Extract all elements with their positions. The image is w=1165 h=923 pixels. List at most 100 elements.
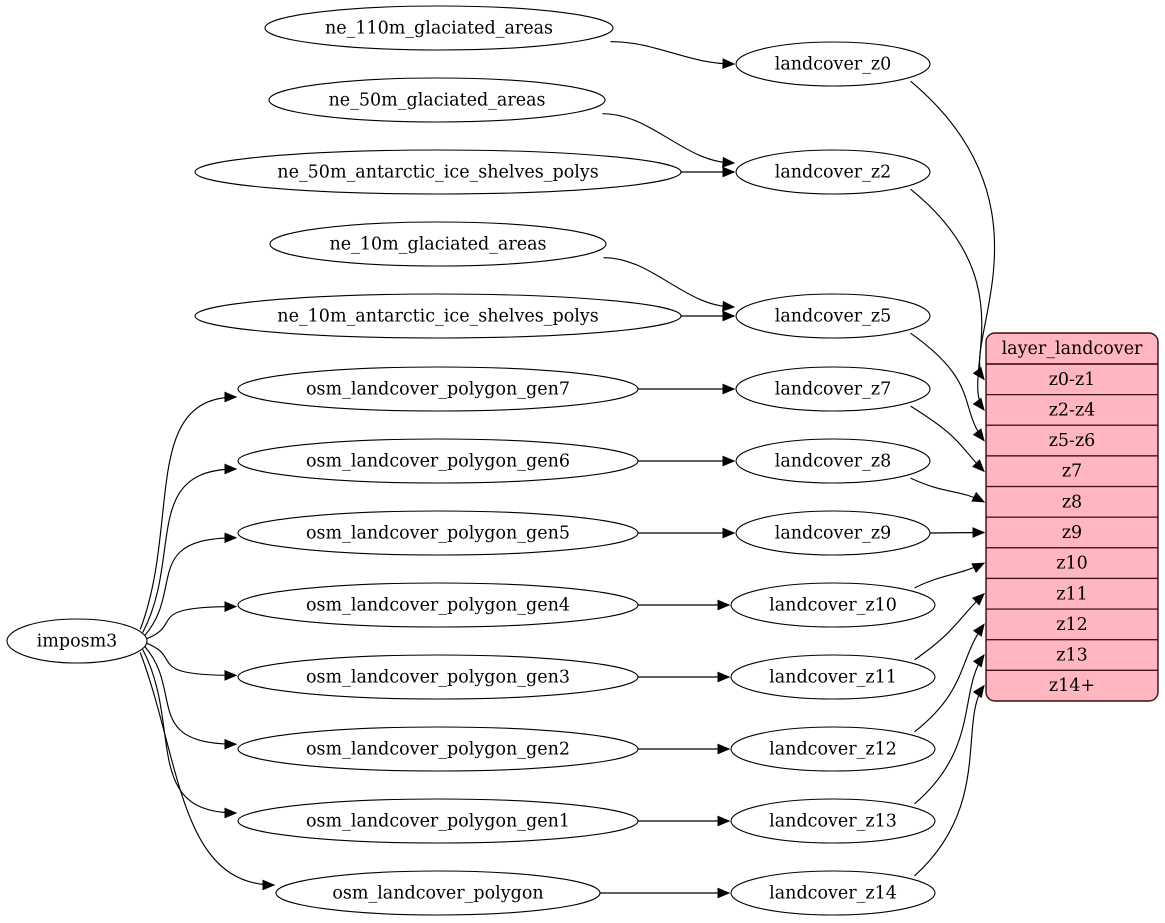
node-landcover_z14[interactable]: landcover_z14 [730, 870, 936, 916]
node-label: osm_landcover_polygon_gen3 [306, 668, 570, 688]
node-osm_landcover_polygon_gen1[interactable]: osm_landcover_polygon_gen1 [237, 798, 639, 844]
table-row[interactable] [986, 608, 1158, 641]
table-row[interactable] [986, 424, 1158, 457]
node-ellipse [735, 293, 931, 339]
node-ellipse [735, 438, 931, 484]
node-landcover_z12[interactable]: landcover_z12 [730, 726, 936, 772]
node-landcover_z5[interactable]: landcover_z5 [735, 293, 931, 339]
node-ne_110m_glaciated_areas[interactable]: ne_110m_glaciated_areas [264, 5, 614, 51]
node-landcover_z9[interactable]: landcover_z9 [735, 510, 931, 556]
node-osm_landcover_polygon_gen7[interactable]: osm_landcover_polygon_gen7 [237, 366, 639, 412]
node-landcover_z10[interactable]: landcover_z10 [730, 582, 936, 628]
node-label: osm_landcover_polygon_gen6 [306, 452, 570, 472]
table-header-label: layer_landcover [1002, 339, 1143, 359]
edge-arrowhead [224, 738, 238, 750]
table-row-label: z2-z4 [1049, 400, 1096, 420]
node-label: osm_landcover_polygon_gen1 [306, 812, 570, 832]
edge-arrowhead [262, 879, 276, 891]
node-ellipse [730, 870, 936, 916]
edge-arrowhead [972, 623, 985, 637]
table-row[interactable] [986, 639, 1158, 671]
edge-landcover_z14-to-table-z14+ [914, 685, 985, 877]
edge-arrowhead [224, 463, 238, 475]
edge-arrowhead [722, 310, 736, 322]
node-label: landcover_z12 [769, 740, 897, 760]
node-ne_10m_antarctic_ice_shelves_polys[interactable]: ne_10m_antarctic_ice_shelves_polys [194, 293, 682, 339]
node-landcover_z2[interactable]: landcover_z2 [735, 149, 931, 195]
node-landcover_z8[interactable]: landcover_z8 [735, 438, 931, 484]
node-ellipse [237, 510, 639, 556]
edge-imposm3-to-osm_landcover_polygon_gen6 [142, 468, 237, 633]
table-row-label: z10 [1056, 554, 1088, 574]
node-osm_landcover_polygon_gen5[interactable]: osm_landcover_polygon_gen5 [237, 510, 639, 556]
node-imposm3[interactable]: imposm3 [6, 618, 148, 664]
table-row[interactable] [986, 455, 1158, 488]
edge-arrowhead [717, 671, 731, 683]
node-ellipse [194, 293, 682, 339]
node-label: landcover_z5 [775, 307, 892, 327]
edge-arrowhead [722, 58, 736, 69]
node-label: imposm3 [37, 632, 118, 652]
edge-arrowhead [971, 491, 986, 503]
table-row-label: z12 [1056, 615, 1088, 635]
edge-landcover_z2-to-table-z2-z4 [910, 188, 985, 411]
node-ellipse [237, 582, 639, 628]
edge-imposm3-to-osm_landcover_polygon_gen1 [142, 649, 237, 814]
table-row-label: z7 [1062, 462, 1082, 482]
edge-arrowhead [972, 527, 986, 538]
node-ellipse [269, 221, 607, 267]
node-ellipse [730, 582, 936, 628]
table-row-label: z13 [1056, 646, 1088, 666]
node-osm_landcover_polygon_gen3[interactable]: osm_landcover_polygon_gen3 [237, 654, 639, 700]
node-ellipse [237, 654, 639, 700]
node-ellipse [6, 618, 148, 664]
node-landcover_z0[interactable]: landcover_z0 [735, 41, 931, 87]
node-landcover_z13[interactable]: landcover_z13 [730, 798, 936, 844]
node-osm_landcover_polygon_gen2[interactable]: osm_landcover_polygon_gen2 [237, 726, 639, 772]
node-landcover_z7[interactable]: landcover_z7 [735, 366, 931, 412]
edge-arrowhead [224, 532, 238, 544]
node-label: ne_50m_glaciated_areas [329, 91, 546, 111]
edge-arrowhead [722, 383, 736, 395]
node-label: osm_landcover_polygon_gen7 [306, 380, 570, 400]
node-label: landcover_z9 [775, 524, 892, 544]
edge-landcover_z13-to-table-z13 [914, 654, 985, 805]
table-row[interactable] [986, 394, 1158, 426]
edge-arrowhead [717, 743, 731, 755]
node-ne_50m_antarctic_ice_shelves_polys[interactable]: ne_50m_antarctic_ice_shelves_polys [194, 149, 682, 195]
table-row-label: z9 [1062, 523, 1082, 543]
table-row-label: z0-z1 [1049, 370, 1096, 390]
node-label: ne_10m_antarctic_ice_shelves_polys [277, 307, 598, 327]
node-label: osm_landcover_polygon_gen2 [306, 740, 570, 760]
edge-arrowhead [972, 684, 985, 699]
node-label: landcover_z2 [775, 163, 892, 183]
edge-landcover_z12-to-table-z12 [914, 624, 985, 733]
edge-imposm3-to-osm_landcover_polygon_gen3 [145, 642, 237, 676]
edge-arrowhead [722, 156, 736, 168]
node-ne_50m_glaciated_areas[interactable]: ne_50m_glaciated_areas [268, 77, 606, 123]
node-ellipse [735, 149, 931, 195]
edge-landcover_z5-to-table-z5-z6 [910, 332, 985, 441]
node-ellipse [735, 41, 931, 87]
node-label: landcover_z8 [775, 452, 892, 472]
node-ellipse [735, 510, 931, 556]
table-row[interactable] [986, 577, 1158, 610]
node-ellipse [237, 798, 639, 844]
nodes-layer: imposm3 ne_110m_glaciated_areas ne_50m_gla… [6, 5, 936, 916]
table-outline [985, 332, 1159, 702]
node-landcover_z11[interactable]: landcover_z11 [730, 654, 936, 700]
node-osm_landcover_polygon[interactable]: osm_landcover_polygon [275, 870, 601, 916]
edge-arrowhead [722, 527, 736, 539]
node-label: landcover_z0 [775, 55, 892, 75]
edge-arrowhead [722, 300, 736, 312]
edge-arrowhead [224, 807, 238, 819]
node-label: landcover_z10 [769, 596, 897, 616]
node-ne_10m_glaciated_areas[interactable]: ne_10m_glaciated_areas [269, 221, 607, 267]
node-osm_landcover_polygon_gen4[interactable]: osm_landcover_polygon_gen4 [237, 582, 639, 628]
node-ellipse [264, 5, 614, 51]
table-row[interactable] [986, 669, 1158, 701]
node-osm_landcover_polygon_gen6[interactable]: osm_landcover_polygon_gen6 [237, 438, 639, 484]
node-ellipse [237, 726, 639, 772]
node-label: landcover_z11 [769, 668, 897, 688]
